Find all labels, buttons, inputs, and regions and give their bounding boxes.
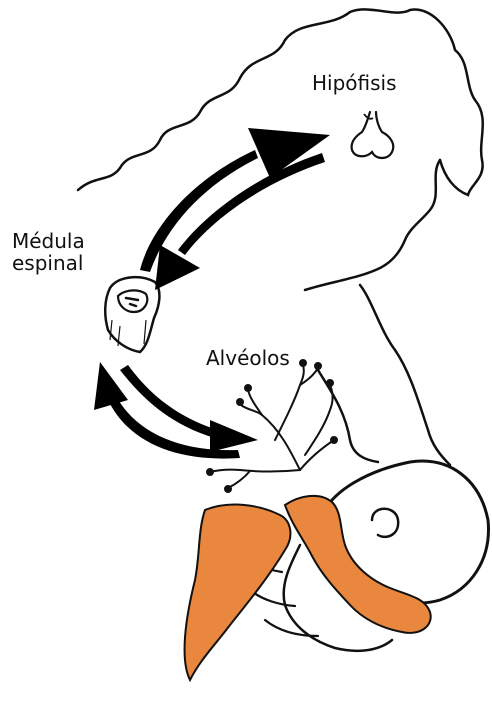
mother-body-outline	[360, 285, 450, 465]
spinal-cord-segment-icon	[105, 277, 159, 352]
breast-tissue-duct	[285, 496, 431, 633]
arrow-to-alveoli-head	[210, 420, 258, 452]
arrow-to-spinal-cord	[178, 153, 325, 255]
pituitary-gland-icon	[352, 112, 394, 158]
label-spinal-cord: Médula espinal	[12, 230, 85, 274]
label-spinal-cord-line1: Médula	[12, 230, 85, 252]
label-pituitary: Hipófisis	[312, 72, 397, 94]
mother-face-profile	[305, 160, 440, 290]
arrow-to-pituitary	[140, 150, 258, 272]
alveoli-branch-icon	[207, 360, 337, 492]
breast-tissue-left	[185, 505, 291, 680]
baby-ear	[372, 509, 398, 537]
label-spinal-cord-line2: espinal	[12, 252, 85, 274]
label-alveoli: Alvéolos	[206, 347, 290, 369]
arrow-to-spinal-cord-head	[155, 245, 200, 290]
